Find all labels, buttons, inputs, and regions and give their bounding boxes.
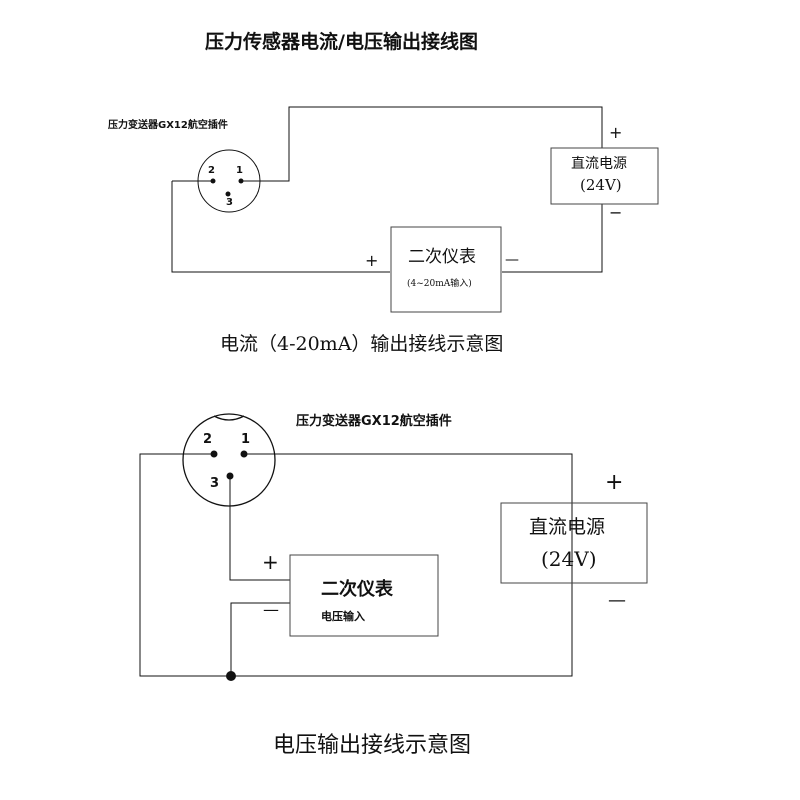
power-supply-2-plus: + [605, 470, 624, 495]
meter-2-name: 二次仪表 [321, 579, 393, 600]
power-supply-1-minus: − [609, 203, 623, 222]
connector-2-key-notch [213, 415, 245, 421]
power-supply-2-voltage: (24V) [541, 547, 597, 571]
connector-1-pin-1-label: 1 [236, 165, 243, 176]
voltage-caption: 电压输出接线示意图 [273, 733, 472, 758]
connector-2-label: 压力变送器GX12航空插件 [296, 414, 452, 429]
meter-2-minus: — [263, 600, 279, 619]
connector-2-pin-1-label: 1 [241, 432, 251, 447]
connector-1-pin-3-label: 3 [226, 197, 233, 208]
page-title: 压力传感器电流/电压输出接线图 [205, 31, 478, 53]
connector-1-pin-2-label: 2 [208, 165, 215, 176]
meter-2-plus: + [262, 550, 279, 574]
meter-2-input: 电压输入 [321, 610, 365, 623]
connector-1-pin-3 [225, 191, 231, 197]
connector-1-pin-2 [210, 178, 216, 184]
ground-junction-dot [226, 671, 236, 681]
connector-2-pin-3 [226, 472, 234, 480]
connector-2-wires [139, 453, 573, 677]
power-supply-1-box [550, 147, 659, 205]
meter-1-box [390, 226, 502, 313]
power-supply-1-voltage: (24V) [580, 176, 622, 194]
connector-2-pin-1 [240, 450, 248, 458]
connector-1-label: 压力变送器GX12航空插件 [108, 120, 228, 131]
power-supply-2-title: 直流电源 [529, 516, 606, 538]
current-caption: 电流（4-20mA）输出接线示意图 [220, 333, 504, 355]
connector-2-pin-3-label: 3 [210, 476, 220, 491]
power-supply-1-plus: + [609, 123, 623, 142]
connector-2-body [182, 413, 276, 507]
power-supply-2-minus: — [608, 590, 626, 611]
connector-2-pin-2 [210, 450, 218, 458]
connector-1-wires [171, 106, 603, 273]
meter-1-plus: + [365, 251, 379, 270]
meter-1-minus: — [505, 252, 519, 268]
connector-2-pin-2-label: 2 [203, 432, 213, 447]
power-supply-1-title: 直流电源 [571, 156, 627, 172]
power-supply-2-box [500, 502, 648, 584]
meter-1-name: 二次仪表 [408, 247, 476, 267]
connector-1-pin-1 [238, 178, 244, 184]
meter-1-input: (4~20mA输入) [407, 279, 472, 289]
meter-2-box [289, 554, 439, 637]
